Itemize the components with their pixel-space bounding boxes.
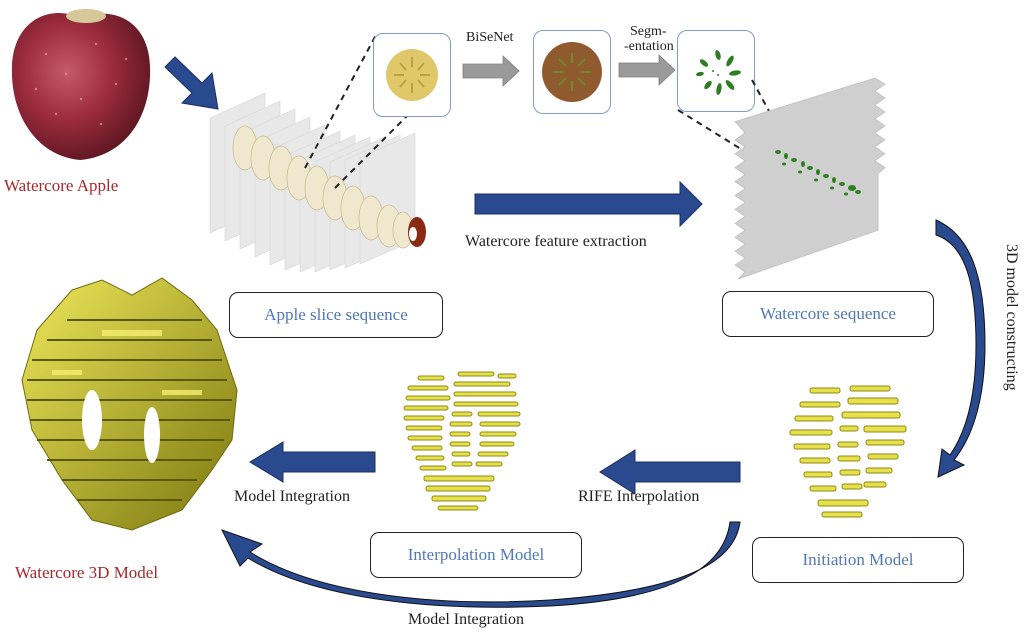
apple-slice-sequence-box: Apple slice sequence xyxy=(229,292,443,338)
bisenet-label: BiSeNet xyxy=(466,30,514,45)
slice-stack-icon xyxy=(209,32,446,273)
segmentation-label-line1: Segm- xyxy=(630,24,667,39)
raw-slice-icon xyxy=(386,49,438,101)
watercore-sequence-label: Watercore sequence xyxy=(760,304,896,323)
arrow-feature-extraction xyxy=(474,180,703,228)
arrow-segmentation xyxy=(618,54,676,86)
arrow-rife-interpolation xyxy=(599,449,741,495)
watercore-stack-icon xyxy=(677,77,886,280)
apple-photo-icon xyxy=(11,9,151,160)
model-integration-bottom-label: Model Integration xyxy=(408,611,524,628)
watercore-3d-model-label: Watercore 3D Model xyxy=(15,563,159,582)
watercore-sequence-box: Watercore sequence xyxy=(722,291,934,337)
arrow-model-integration-top xyxy=(249,441,376,483)
interpolation-model-box: Interpolation Model xyxy=(370,532,582,578)
interpolation-model-icon xyxy=(403,371,521,511)
arrow-model-integration-bottom xyxy=(221,521,741,608)
arrow-bisenet xyxy=(462,55,520,87)
apple-label: Watercore Apple xyxy=(4,176,119,195)
arrow-apple-to-slices xyxy=(164,56,219,110)
rife-interpolation-label: RIFE Interpolation xyxy=(578,488,700,505)
segmented-slice-thumbnail xyxy=(533,30,611,114)
interpolation-model-label: Interpolation Model xyxy=(407,545,545,564)
watercore-3d-model-icon xyxy=(21,277,238,531)
segmentation-label-line2: -entation xyxy=(624,39,674,54)
raw-slice-thumbnail xyxy=(373,33,451,117)
segmented-slice-icon xyxy=(542,42,602,102)
watercore-mask-thumbnail xyxy=(677,30,755,112)
arrow-model-constructing xyxy=(935,219,986,478)
model-integration-top-label: Model Integration xyxy=(234,488,350,505)
segmentation-label: Segm- -entation xyxy=(624,24,674,54)
apple-slice-sequence-label: Apple slice sequence xyxy=(264,305,408,324)
initiation-model-label: Initiation Model xyxy=(802,550,914,569)
initiation-model-box: Initiation Model xyxy=(752,537,964,583)
watercore-mask-icon xyxy=(696,50,741,95)
feature-extraction-label: Watercore feature extraction xyxy=(465,233,647,250)
initiation-model-icon xyxy=(789,385,907,518)
model-constructing-label: 3D model constructing xyxy=(1003,244,1020,391)
